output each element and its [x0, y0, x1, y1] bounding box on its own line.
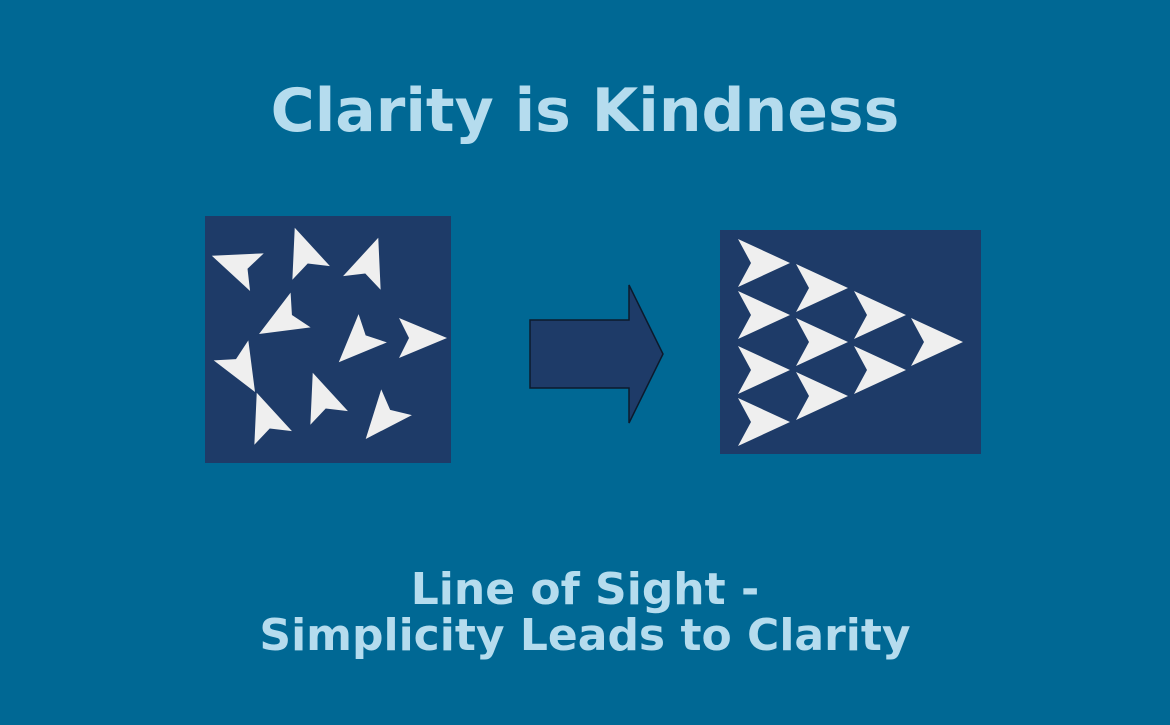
aligned-panel [720, 230, 981, 454]
right-arrow-icon [529, 284, 664, 424]
arrowhead-shape [293, 365, 348, 425]
arrowhead-shape [399, 318, 447, 358]
scattered-arrowheads-graphic [205, 220, 447, 452]
block-arrow [529, 284, 667, 424]
arrowhead-shape [343, 230, 398, 290]
page-title: Clarity is Kindness [270, 76, 900, 146]
arrowhead-shape [324, 314, 387, 377]
arrowhead-shape [738, 398, 790, 446]
chaos-panel [205, 216, 451, 463]
arrowhead-shape [350, 389, 412, 452]
subtitle: Line of Sight - Simplicity Leads to Clar… [0, 567, 1170, 659]
arrowhead-shape [738, 239, 790, 287]
arrowhead-shape [205, 236, 264, 291]
arrowhead-shape [796, 264, 848, 312]
arrowhead-shape [275, 220, 330, 280]
arrowhead-shape [738, 291, 790, 339]
arrowhead-shape [249, 292, 311, 352]
arrowhead-shape [911, 318, 963, 366]
arrowhead-shape [213, 340, 273, 402]
arrowhead-shape [854, 346, 906, 394]
subtitle-line-2: Simplicity Leads to Clarity [259, 610, 911, 661]
arrowhead-shape [796, 318, 848, 366]
arrowhead-shape [738, 346, 790, 394]
arrowhead-shape [237, 385, 292, 445]
arrowhead-shape [796, 372, 848, 420]
aligned-arrowheads-graphic [738, 239, 963, 446]
arrowhead-shape [854, 291, 906, 339]
subtitle-line-1: Line of Sight - [410, 564, 760, 615]
